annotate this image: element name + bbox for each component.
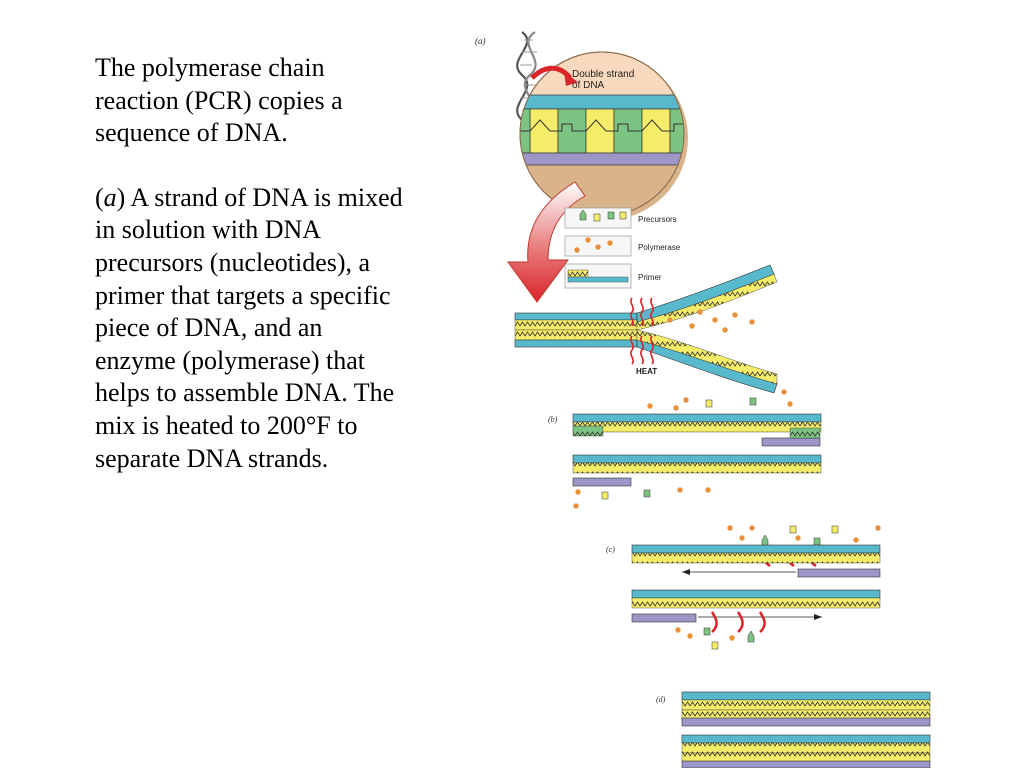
caption-panel-letter: a — [103, 182, 117, 212]
legend-primer: Primer — [638, 273, 662, 282]
caption-paragraph: (a) A strand of DNA is mixed in solution… — [95, 182, 405, 475]
legend-polymerase: Polymerase — [638, 243, 681, 252]
heat-label: HEAT — [636, 367, 657, 376]
double-strand-label: Double strand of DNA — [572, 69, 637, 91]
intro-paragraph: The polymerase chain reaction (PCR) copi… — [95, 53, 343, 148]
panel-d-label: (d) — [656, 695, 666, 704]
dna-fork — [514, 264, 778, 394]
magnified-dna-circle — [519, 51, 688, 220]
caption-body: ) A strand of DNA is mixed in solution w… — [95, 182, 403, 473]
legend-precursors: Precursors — [638, 215, 677, 224]
panel-b — [572, 389, 822, 509]
slide-text: The polymerase chain reaction (PCR) copi… — [95, 52, 405, 475]
panel-c-label: (c) — [606, 545, 615, 554]
heat-waves-icon — [630, 297, 654, 365]
legend: Precursors Polymerase Primer — [564, 207, 681, 289]
panel-c — [631, 525, 881, 650]
panel-b-label: (b) — [548, 415, 558, 424]
panel-a-label: (a) — [475, 36, 486, 46]
caption-open-paren: ( — [95, 182, 104, 212]
panel-d — [681, 691, 931, 768]
